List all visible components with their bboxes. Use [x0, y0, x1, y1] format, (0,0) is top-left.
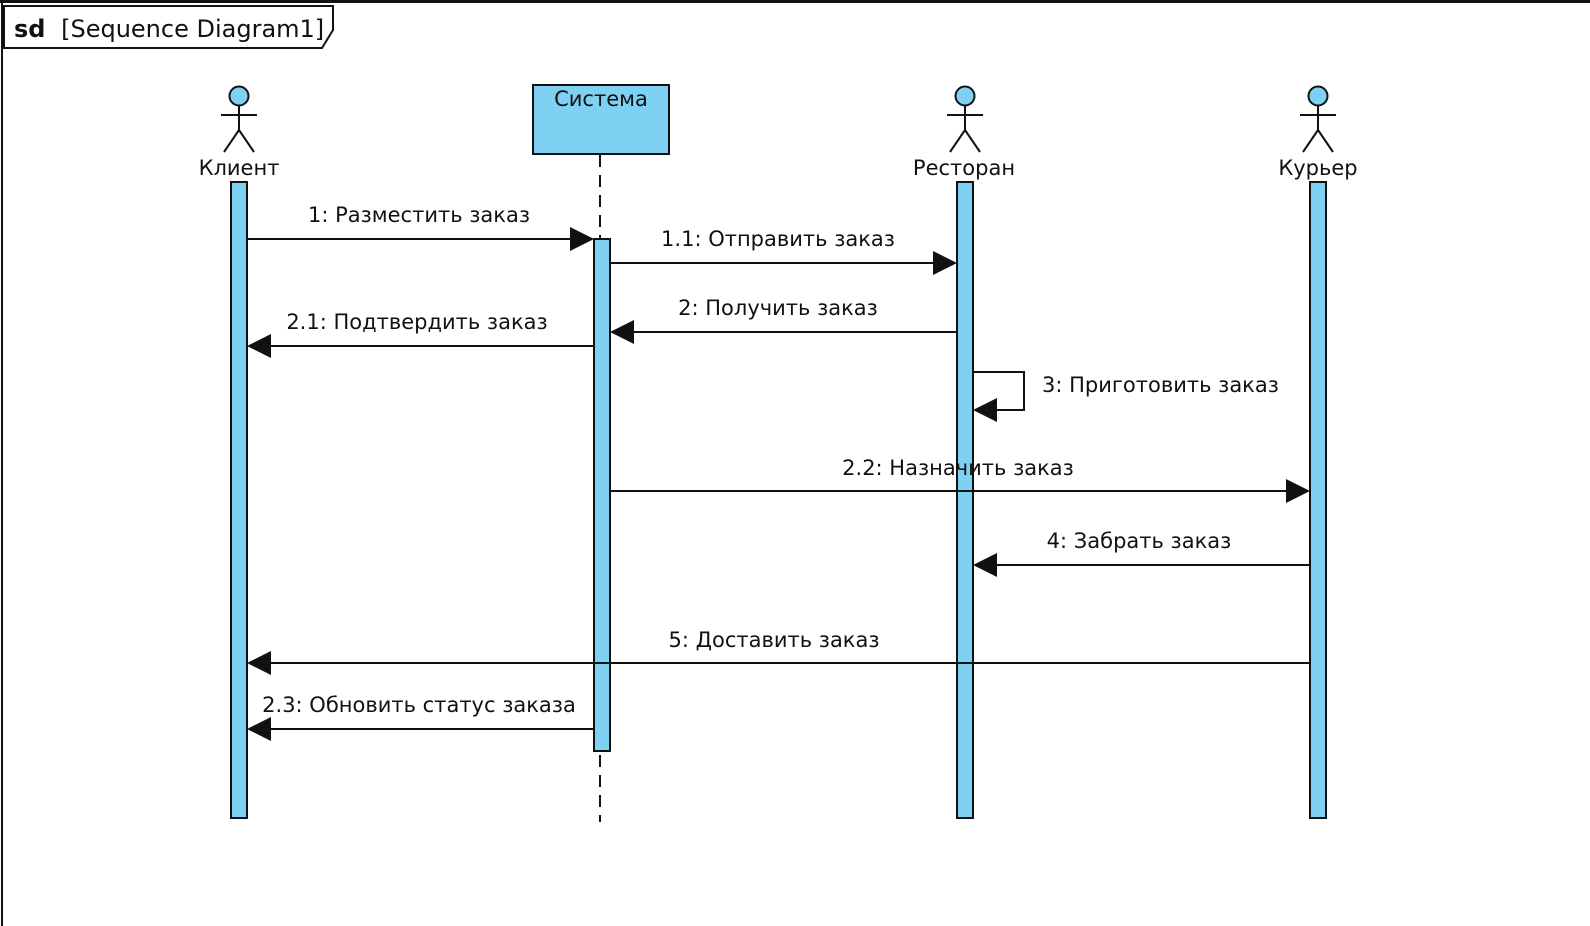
actor-icon [947, 85, 983, 153]
arrowhead-icon [247, 651, 271, 675]
message-4[interactable]: 4: Забрать заказ [973, 529, 1310, 577]
frame-label: sd [Sequence Diagram1] [3, 5, 334, 49]
message-label: 2.3: Обновить статус заказа [262, 693, 576, 717]
lifeline-client[interactable]: Клиент [199, 85, 280, 819]
message-label: 2.1: Подтвердить заказ [286, 310, 547, 334]
message-label: 1: Разместить заказ [308, 203, 530, 227]
message-label: 4: Забрать заказ [1047, 529, 1232, 553]
svg-text:sd [Sequence Diagram1]: sd [Sequence Diagram1] [14, 15, 324, 43]
activation-bar [956, 181, 974, 819]
message-label: 3: Приготовить заказ [1042, 373, 1279, 397]
message-label: 2: Получить заказ [678, 296, 878, 320]
arrowhead-icon [933, 251, 957, 275]
message-3[interactable]: 3: Приготовить заказ [973, 371, 1279, 422]
lifeline-restaurant[interactable]: Ресторан [913, 85, 1015, 819]
arrowhead-icon [247, 334, 271, 358]
arrowhead-icon [570, 227, 594, 251]
lifeline-courier[interactable]: Курьер [1278, 85, 1358, 819]
message-5[interactable]: 5: Доставить заказ [247, 628, 1310, 675]
arrowhead-icon [610, 320, 634, 344]
message-2-1[interactable]: 2.1: Подтвердить заказ [247, 310, 594, 358]
message-label: 1.1: Отправить заказ [661, 227, 895, 251]
message-1[interactable]: 1: Разместить заказ [247, 203, 594, 251]
message-1-1[interactable]: 1.1: Отправить заказ [610, 227, 957, 275]
object-box [532, 84, 670, 155]
lifeline-label: Система [554, 87, 648, 111]
lifeline-label: Клиент [199, 156, 280, 180]
message-2-2[interactable]: 2.2: Назначить заказ [610, 456, 1310, 503]
actor-icon [221, 85, 257, 153]
top-border [0, 0, 1590, 3]
message-label: 2.2: Назначить заказ [842, 456, 1074, 480]
arrowhead-icon [973, 398, 997, 422]
message-2-3[interactable]: 2.3: Обновить статус заказа [247, 693, 594, 741]
arrowhead-icon [1286, 479, 1310, 503]
activation-bar [593, 238, 611, 752]
lifeline-label: Ресторан [913, 156, 1015, 180]
arrowhead-icon [247, 717, 271, 741]
lifeline-label: Курьер [1278, 156, 1357, 180]
frame-keyword: sd [14, 15, 45, 43]
arrowhead-icon [973, 553, 997, 577]
frame-title: [Sequence Diagram1] [61, 15, 324, 43]
lifeline-system[interactable]: Система [532, 84, 670, 822]
message-2[interactable]: 2: Получить заказ [610, 296, 957, 344]
activation-bar [230, 181, 248, 819]
message-label: 5: Доставить заказ [668, 628, 879, 652]
activation-bar [1309, 181, 1327, 819]
actor-icon [1300, 85, 1336, 153]
